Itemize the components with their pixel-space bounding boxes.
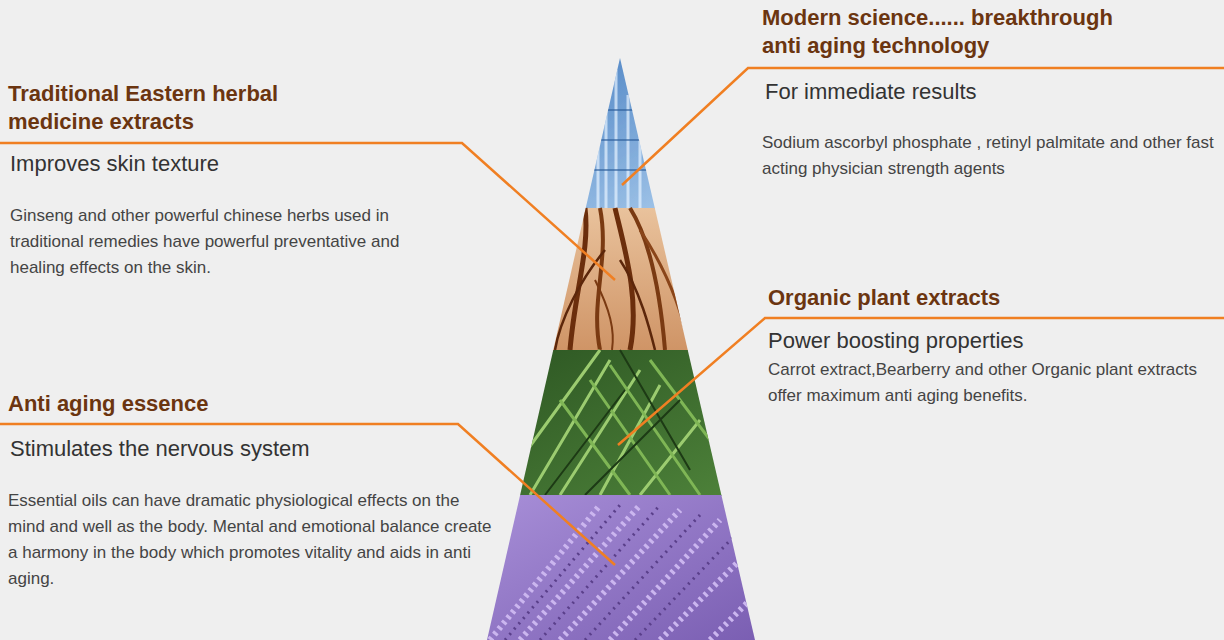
pyramid <box>480 58 760 640</box>
science-band <box>480 58 760 209</box>
leader-line <box>0 143 615 280</box>
leaves <box>520 350 700 495</box>
callout-heading: Anti aging essence <box>8 390 448 418</box>
lavender-band <box>480 495 760 640</box>
lavender-stems <box>505 505 740 640</box>
callout-subheading: Stimulates the nervous system <box>10 436 310 462</box>
callout-heading: Traditional Eastern herbal medicine extr… <box>8 80 353 136</box>
callout-subheading: Power boosting properties <box>768 328 1024 354</box>
callout-heading: Modern science...... breakthrough anti a… <box>762 4 1122 60</box>
callout-heading: Organic plant extracts <box>768 284 1208 312</box>
root <box>597 208 603 350</box>
root <box>620 260 655 350</box>
plant-band <box>480 350 760 496</box>
leaves <box>560 360 740 495</box>
glass-rims <box>590 110 652 170</box>
leader-lines <box>0 68 1224 565</box>
leaf-shadows <box>545 350 690 495</box>
callout-subheading: Improves skin texture <box>10 151 219 177</box>
leader-line <box>618 318 1224 445</box>
lavender-rows <box>490 505 760 640</box>
root <box>640 230 690 350</box>
leader-line <box>622 68 1224 185</box>
callout-body: Ginseng and other powerful chinese herbs… <box>10 203 455 281</box>
callout-body: Essential oils can have dramatic physiol… <box>8 488 493 592</box>
root <box>630 208 665 350</box>
root <box>595 280 613 350</box>
callout-subheading: For immediate results <box>765 79 977 105</box>
callout-body: Sodium ascorbyl phosphate , retinyl palm… <box>762 130 1217 182</box>
herbal-band <box>480 208 760 351</box>
callout-body: Carrot extract,Bearberry and other Organ… <box>768 357 1208 409</box>
